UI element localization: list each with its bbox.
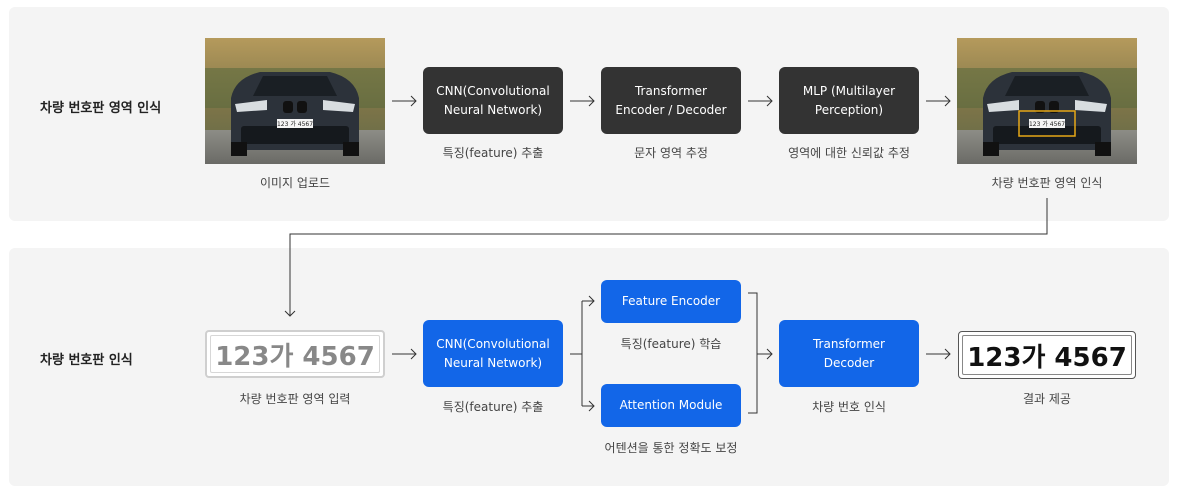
cnn-box-bottom: CNN(Convolutional Neural Network) [423, 320, 563, 387]
plate-input-image: 123가 4567 [205, 330, 385, 378]
caption-image-upload: 이미지 업로드 [259, 176, 331, 190]
transformer-decoder-box: Transformer Decoder [779, 320, 919, 387]
plate-detection-box [1018, 110, 1076, 137]
row-title-area-recognition: 차량 번호판 영역 인식 [40, 101, 162, 116]
cnn-box-top: CNN(Convolutional Neural Network) [423, 67, 563, 134]
split-to-encoder-attention [570, 300, 594, 407]
caption-number-recognition: 차량 번호 인식 [812, 400, 886, 414]
caption-plate-input: 차량 번호판 영역 입력 [239, 392, 351, 406]
feature-encoder-box: Feature Encoder [601, 280, 741, 323]
caption-char-area: 문자 영역 추정 [634, 146, 708, 160]
caption-result: 결과 제공 [1023, 392, 1071, 406]
row-title-plate-recognition: 차량 번호판 인식 [40, 353, 133, 368]
plate-input-text: 123가 4567 [215, 341, 375, 372]
car-plate-label: 123 가 4567 [277, 120, 313, 128]
plate-result-text: 123가 4567 [967, 342, 1127, 373]
car-plate-label-detected: 123 가 4567 [1029, 120, 1065, 128]
merge-to-decoder [748, 292, 772, 414]
transformer-box-top: Transformer Encoder / Decoder [601, 67, 741, 134]
caption-feature-extract-top: 특징(feature) 추출 [442, 146, 544, 160]
car-photo-input: 123 가 4567 [205, 38, 385, 164]
caption-area-recognized: 차량 번호판 영역 인식 [991, 176, 1103, 190]
caption-confidence: 영역에 대한 신뢰값 추정 [788, 146, 910, 160]
caption-feature-learning: 특징(feature) 학습 [620, 337, 722, 351]
caption-feature-extract-bottom: 특징(feature) 추출 [442, 400, 544, 414]
attention-module-box: Attention Module [601, 384, 741, 427]
car-photo-detected: 123 가 4567 [957, 38, 1137, 164]
mlp-box: MLP (Multilayer Perception) [779, 67, 919, 134]
plate-result-image: 123가 4567 [958, 331, 1136, 379]
arrow-to-bottom-row [289, 198, 1048, 316]
caption-attention: 어텐션을 통한 정확도 보정 [604, 441, 738, 455]
